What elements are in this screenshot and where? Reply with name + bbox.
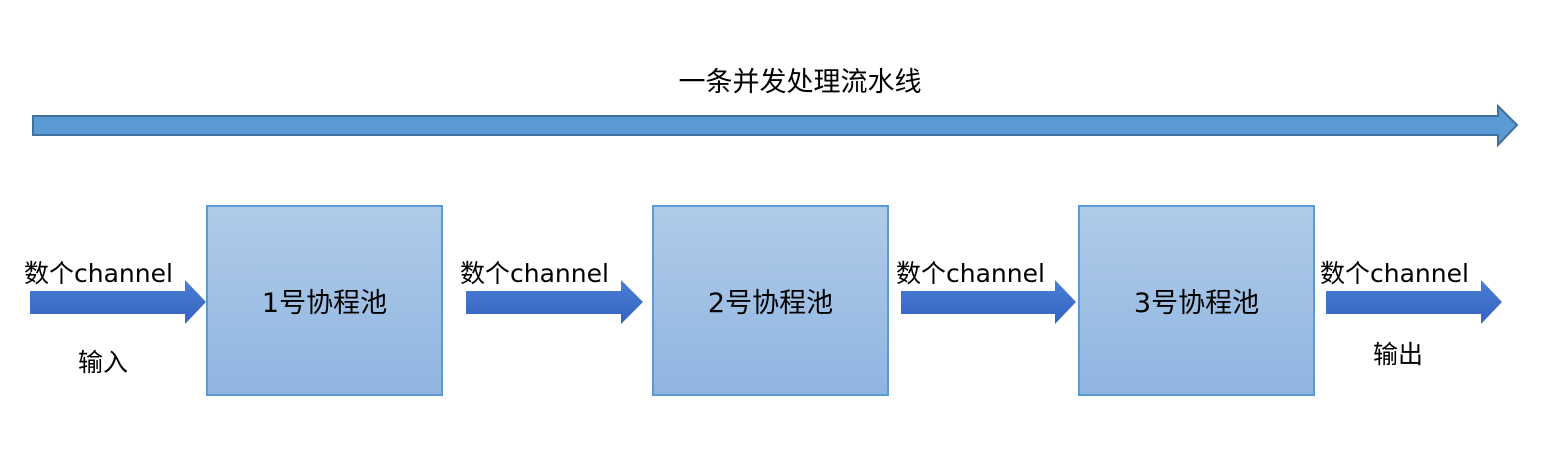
coroutine-pool-2: 2号协程池 xyxy=(652,205,889,396)
channel-label-1-2: 数个channel xyxy=(460,259,609,288)
channel-label-output: 数个channel xyxy=(1320,259,1469,288)
output-label: 输出 xyxy=(1373,340,1424,369)
channel-label-2-3: 数个channel xyxy=(896,259,1045,288)
pipeline-arrow xyxy=(32,103,1519,148)
output-arrow xyxy=(1326,280,1502,324)
input-label: 输入 xyxy=(78,348,129,377)
flow-arrow-2-3 xyxy=(901,280,1076,324)
flow-arrow-1-2 xyxy=(466,280,643,324)
channel-label-input: 数个channel xyxy=(24,259,173,288)
coroutine-pool-3: 3号协程池 xyxy=(1078,205,1315,396)
input-arrow xyxy=(30,280,206,324)
coroutine-pool-1: 1号协程池 xyxy=(206,205,443,396)
pipeline-title: 一条并发处理流水线 xyxy=(678,67,922,98)
